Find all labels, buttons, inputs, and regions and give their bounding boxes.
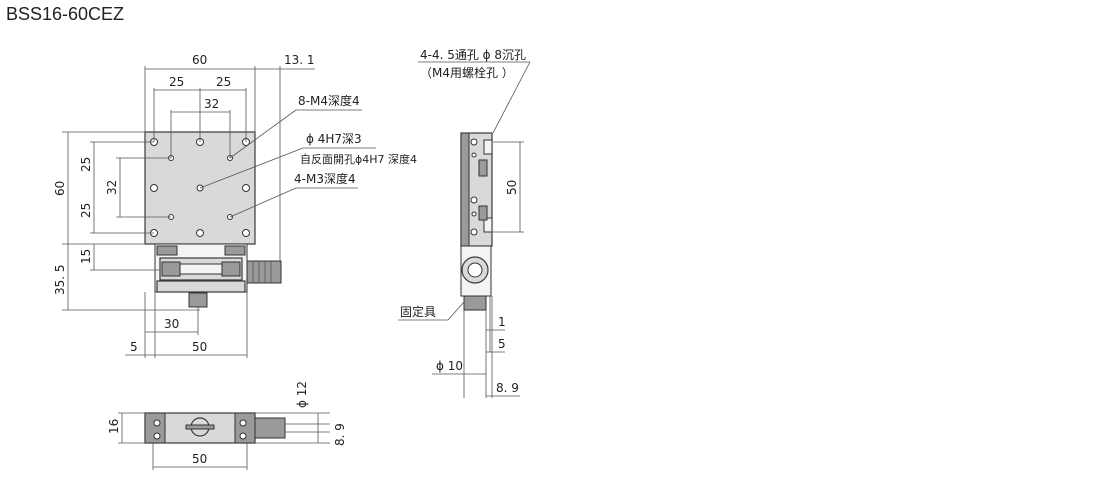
- dim-v-inner: 32: [105, 180, 119, 195]
- dim-pitch-left: 25: [169, 75, 184, 89]
- note-holes-2: （M4用螺栓孔 ）: [420, 65, 514, 80]
- dim-bottom-50: 50: [192, 452, 207, 466]
- dim-bottom-16: 16: [107, 419, 121, 434]
- dim-width: 60: [192, 53, 207, 67]
- bottom-shaft: [254, 417, 286, 439]
- dim-side-50: 50: [505, 180, 519, 195]
- feed-knob: [246, 260, 282, 284]
- dim-v-pitch-bottom: 25: [79, 203, 93, 218]
- clamp-screw: [188, 292, 208, 308]
- dim-side-phi10: ϕ 10: [436, 359, 463, 373]
- drawing-title: BSS16-60CEZ: [6, 4, 125, 24]
- dim-bottom-phi12: ϕ 12: [295, 381, 309, 408]
- dim-35-5: 35. 5: [53, 264, 67, 295]
- dim-side-1: 1: [498, 315, 506, 329]
- side-clamp: [463, 295, 487, 311]
- dim-bottom-8-9: 8. 9: [333, 423, 347, 446]
- dim-30: 30: [164, 317, 179, 331]
- dim-5: 5: [130, 340, 138, 354]
- dim-pitch-right: 25: [216, 75, 231, 89]
- note-back: 自反面開孔ϕ4H7 深度4: [300, 152, 417, 166]
- dim-offset: 13. 1: [284, 53, 315, 67]
- note-holes-1: 4-4. 5通孔 ϕ 8沉孔: [420, 48, 526, 62]
- label-clamp: 固定具: [400, 304, 436, 319]
- note-m4: 8-M4深度4: [298, 93, 360, 108]
- dim-v-pitch-top: 25: [79, 157, 93, 172]
- note-phi4: ϕ 4H7深3: [306, 132, 362, 146]
- bottom-view: 16 ϕ 12 8. 9 50: [107, 381, 347, 470]
- dim-15: 15: [79, 249, 93, 264]
- side-view: 4-4. 5通孔 ϕ 8沉孔 （M4用螺栓孔 ） 50 固定具 1 5 ϕ 10…: [398, 48, 531, 398]
- note-m3: 4-M3深度4: [294, 171, 356, 186]
- dim-height: 60: [53, 181, 67, 196]
- dim-50: 50: [192, 340, 207, 354]
- dim-side-8-9: 8. 9: [496, 381, 519, 395]
- dim-inner: 32: [204, 97, 219, 111]
- dim-side-5: 5: [498, 337, 506, 351]
- top-view: 60 13. 1 25 25 32 60 25 32 25 15 35. 5 3…: [53, 53, 417, 358]
